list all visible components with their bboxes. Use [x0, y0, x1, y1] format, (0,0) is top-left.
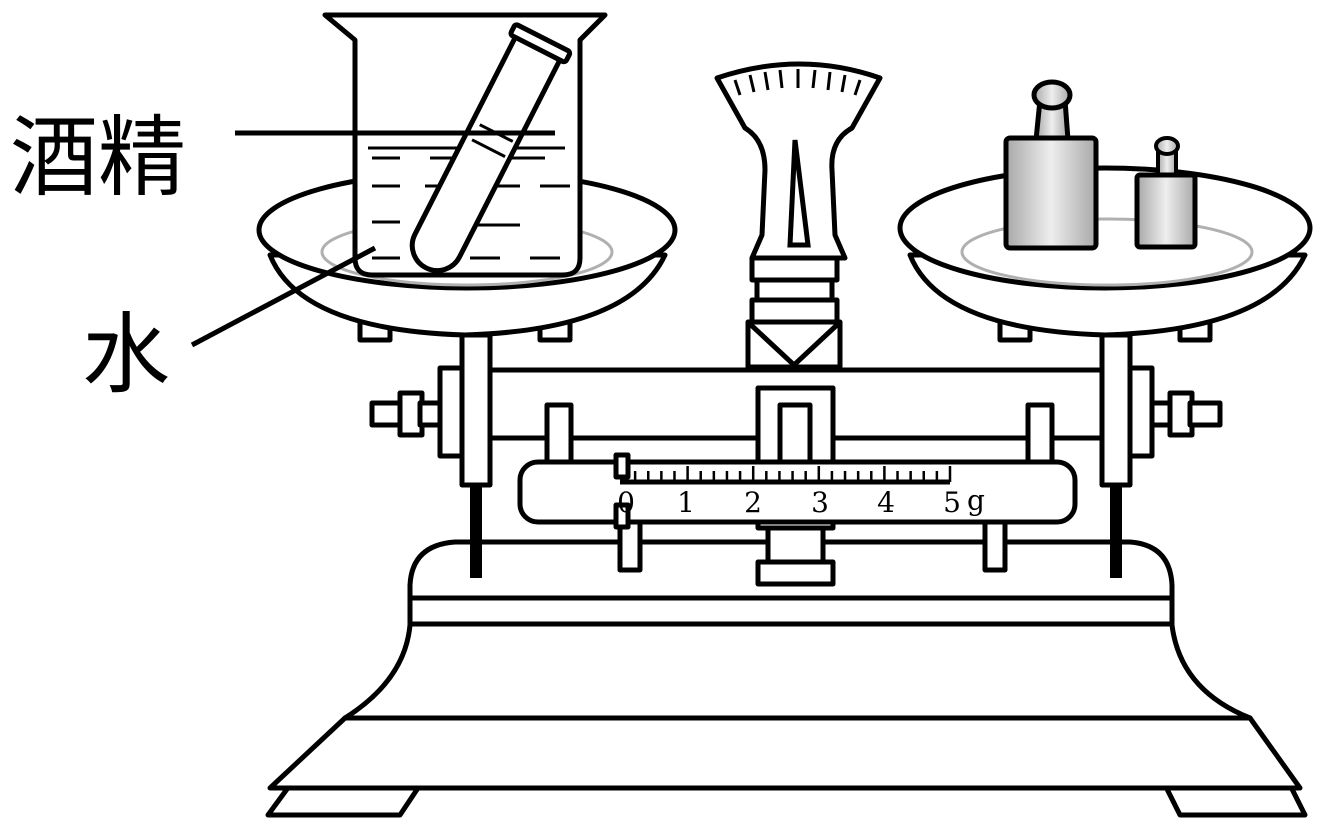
unit-label: g: [967, 484, 985, 517]
alcohol-label: 酒精: [10, 106, 186, 209]
posts: [459, 332, 1133, 578]
rider-ruler: 0 1 2 3 4 5 g: [517, 452, 1078, 530]
tick-label: 4: [877, 486, 895, 519]
tick-label: 3: [811, 486, 829, 519]
right-pan: [897, 165, 1313, 343]
weights: [1003, 79, 1198, 251]
base-lower: [267, 715, 1303, 791]
beaker: [322, 12, 608, 278]
rider[interactable]: [613, 452, 631, 480]
water-pointer: [190, 245, 377, 348]
water-label: 水: [82, 303, 170, 406]
tick-label: 0: [617, 486, 635, 519]
base-body: [342, 539, 1253, 721]
tick-label: 5: [943, 486, 961, 519]
tick-label: 1: [677, 486, 695, 519]
test-tube: [409, 22, 573, 274]
tick-label: 2: [744, 486, 762, 519]
